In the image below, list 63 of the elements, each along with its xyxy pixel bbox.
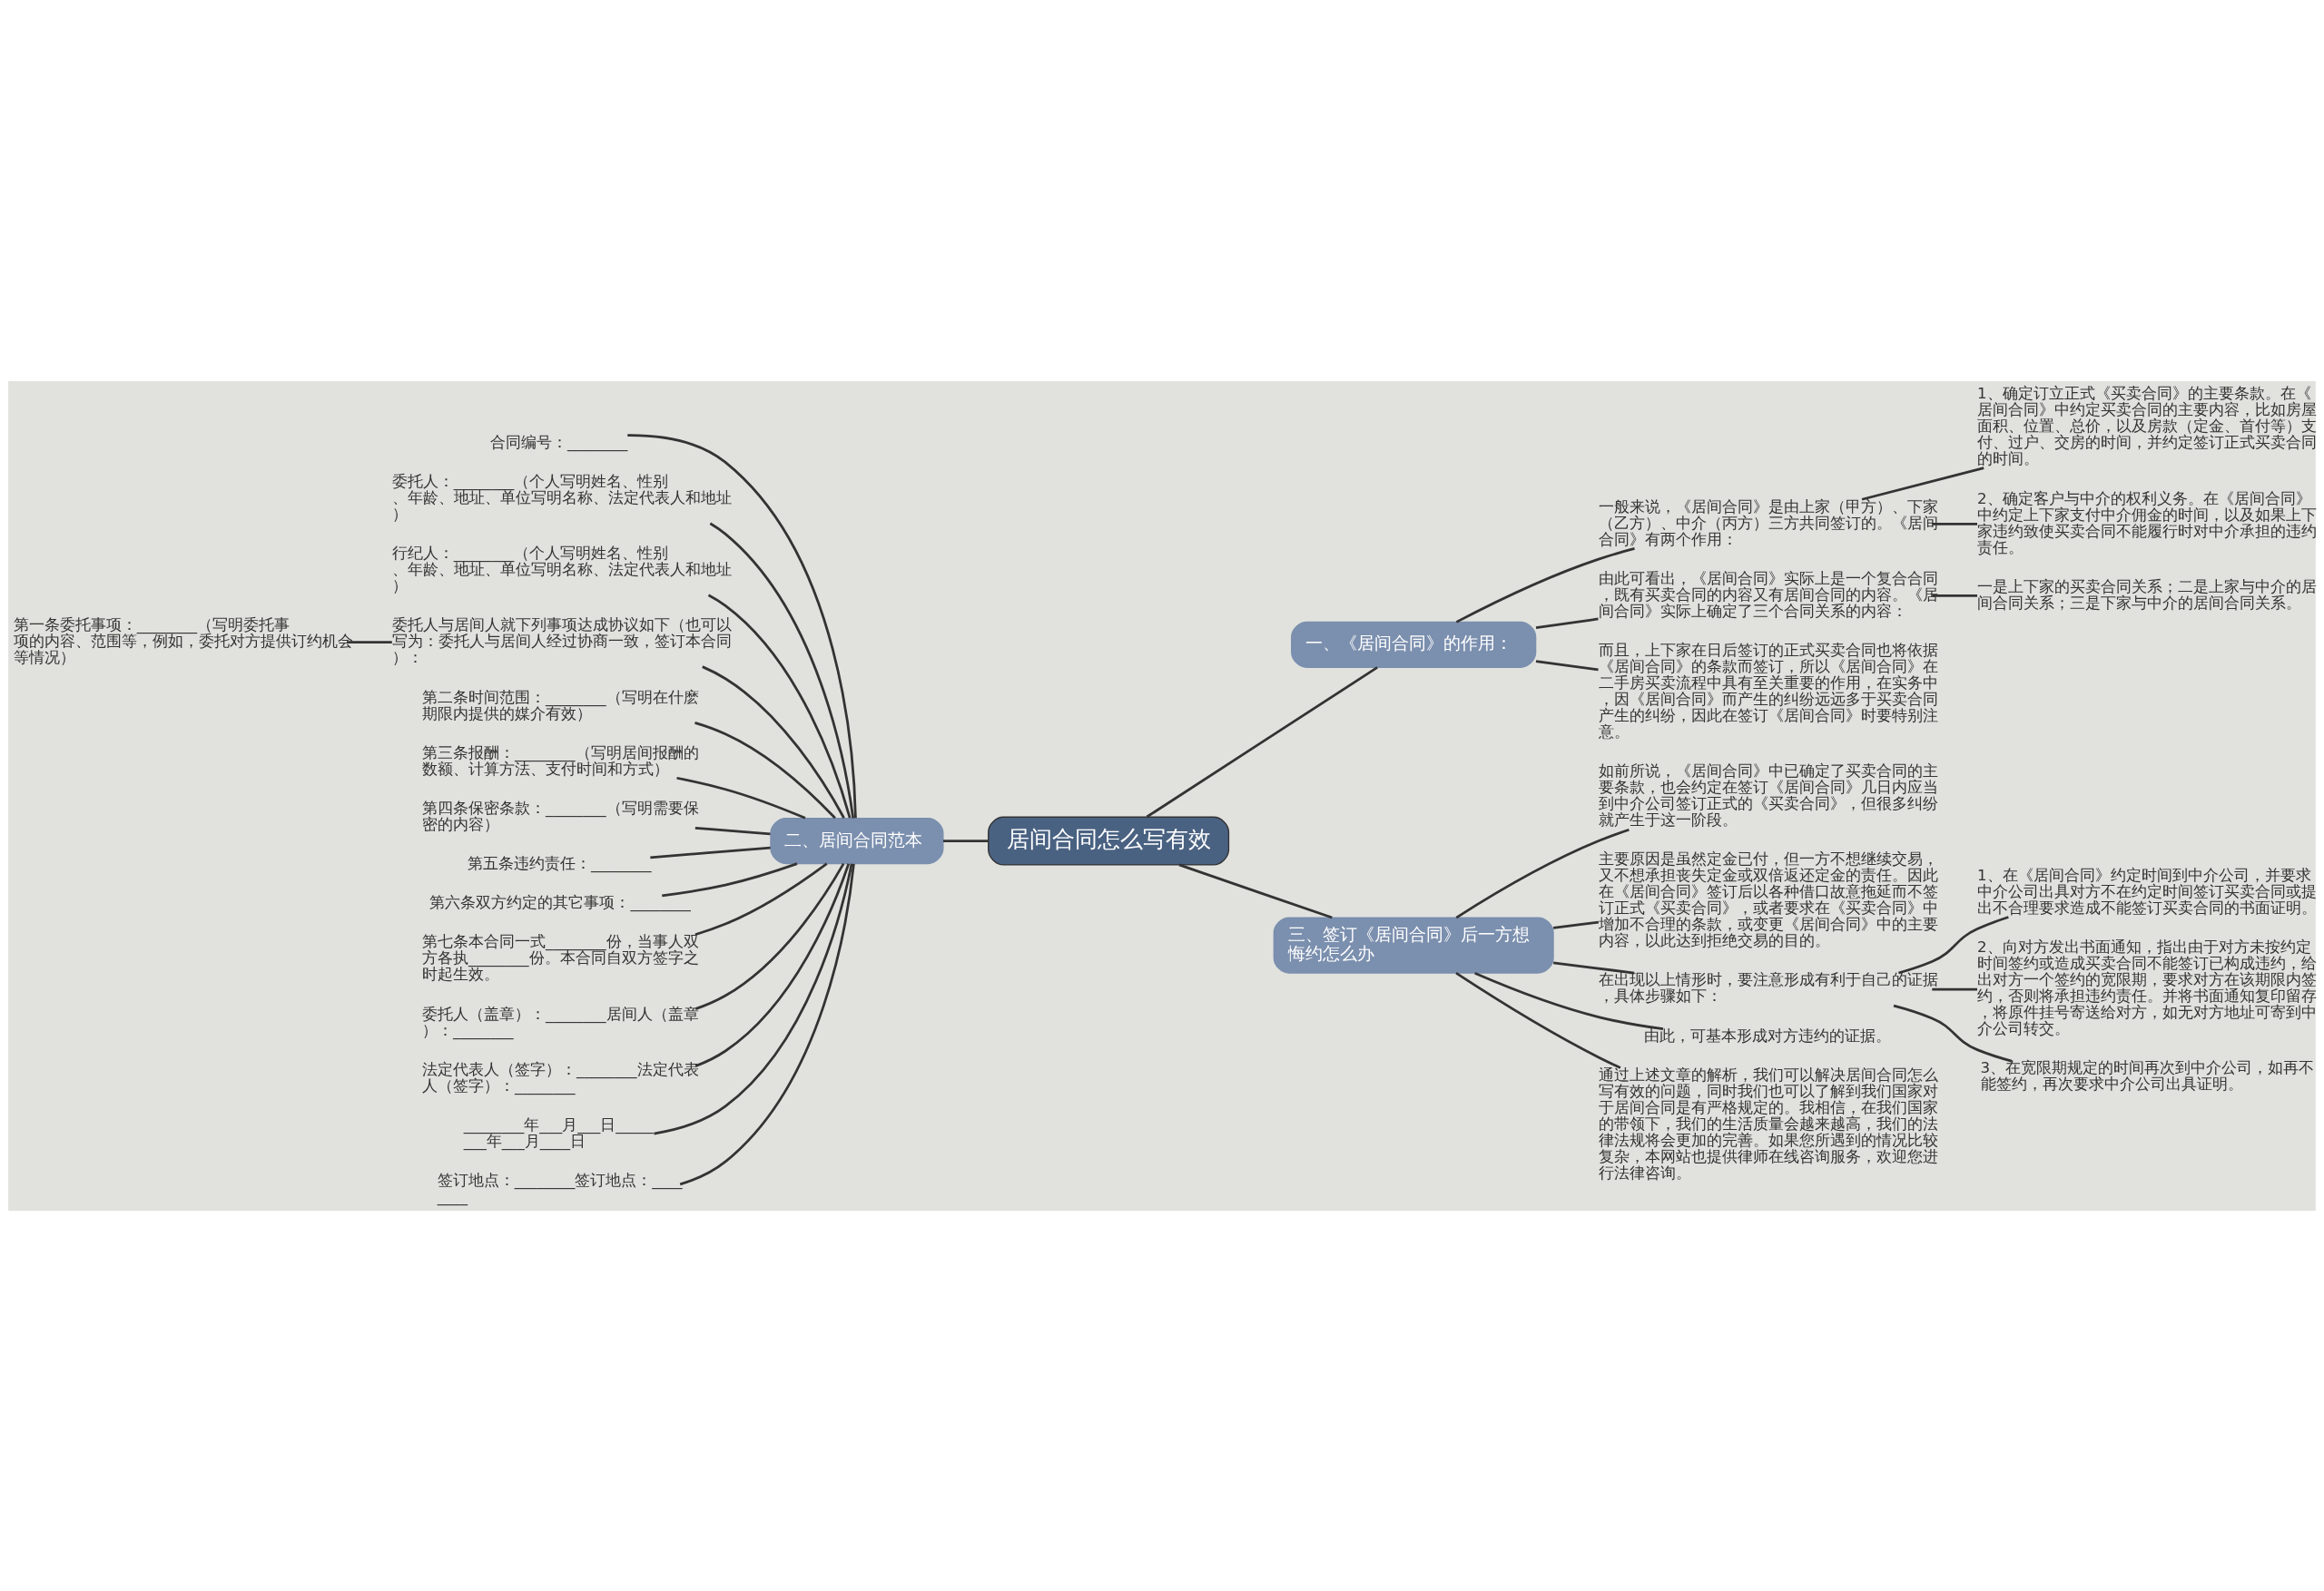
connector: [694, 861, 828, 936]
node-text: 一般来说，《居间合同》是由上家（甲方）、下家（乙方）、中介（丙方）三方共同签订的。《居间合同》有两个作用：: [1598, 497, 1938, 548]
node-box: 二、居间合同范本: [770, 817, 944, 864]
node-text: 主要原因是虽然定金已付，但一方不想继续交易，又不想承担丧失定金或双倍返还定金的责任。因此在《居间合同》签订后以各种借口故意拖延而不签订正式《买卖合同》，或者要求在《买卖合同》中增加不合理的条款，或变更《居间合同》中的主要内容，以此达到拒绝交易的目的。: [1598, 850, 1938, 949]
node-text: 2、确定客户与中介的权利义务。在《居间合同》中约定上下家支付中介佣金的时间，以及如果上下家违约致使买卖合同不能履行时对中介承担的违约责任。: [1977, 489, 2318, 556]
node-text: 1、在《居间合同》约定时间到中介公司，并要求中介公司出具对方不在约定时间签订买卖合同或提出不合理要求造成不能签订买卖合同的书面证明。: [1977, 866, 2318, 917]
connector: [694, 721, 836, 819]
node-text: 第四条保密条款：________（写明需要保密的内容）: [422, 799, 699, 833]
connector: [1455, 971, 1621, 1069]
node-text: ________年___月___日________年___月____日: [463, 1115, 654, 1150]
connector: [654, 863, 853, 1134]
node-text: 合同编号：________: [489, 433, 628, 451]
connector: [1898, 915, 2009, 974]
connector: [1932, 522, 1977, 525]
connector: [347, 640, 392, 643]
connector: [1146, 665, 1378, 818]
connector: [1535, 659, 1599, 671]
connector: [1178, 863, 1333, 918]
connector: [1455, 546, 1635, 624]
connector: [707, 594, 852, 819]
connector: [1861, 466, 1984, 501]
connector: [650, 846, 771, 859]
connector: [694, 862, 851, 1067]
node-text: 第二条时间范围：________（写明在什麽期限内提供的媒介有效）: [422, 688, 699, 722]
node-text: 2、向对方发出书面通知，指出由于对方未按约定时间签约或造成买卖合同不能签订已构成违约，给出对方一个签约的宽限期，要求对方在该期限内签约，否则将承担违约责任。并将书面通知复印留存，将原件挂号寄送给对方，如无对方地址可寄到中介公司转交。: [1977, 938, 2318, 1037]
node-text: 委托人与居间人就下列事项达成协议如下（也可以写为：委托人与居间人经过协商一致，签订本合同）：: [391, 615, 732, 666]
node-text: 委托人：________（个人写明姓名、性别、年龄、地址、单位写明名称、法定代表人和地址）: [391, 472, 732, 523]
node-text: 第七条本合同一式________份，当事人双方各执________份。本合同自双方签字之时起生效。: [422, 932, 699, 983]
node-text: 如前所说，《居间合同》中已确定了买卖合同的主要条款，也会约定在签订《居间合同》几日内应当到中介公司签订正式的《买卖合同》，但很多纠纷就产生于这一阶段。: [1598, 761, 1938, 829]
node-text: 通过上述文章的解析，我们可以解决居间合同怎么写有效的问题，同时我们也可以了解到我们国家对于居间合同是有严格规定的。我相信，在我们国家的带领下，我们的生活质量会越来越高，我们的法律法规将会更加的完善。如果您所遇到的情况比较复杂，本网站也提供律师在线咨询服务，欢迎您进行法律咨询。: [1598, 1066, 1938, 1182]
node-text: 签订地点：________签订地点：________: [437, 1171, 683, 1205]
node-text: 一是上下家的买卖合同关系；二是上家与中介的居间合同关系；三是下家与中介的居间合同关系。: [1977, 577, 2318, 612]
connector: [1535, 617, 1599, 629]
connector: [1455, 828, 1630, 918]
node-text: 1、确定订立正式《买卖合同》的主要条款。在《居间合同》中约定买卖合同的主要内容，比如房屋面积、位置、总价，以及房款（定金、首付等）支付、过户、交房的时间，并约定签订正式买卖合同的时间。: [1977, 384, 2318, 467]
node-text: 第五条违约责任：________: [467, 854, 652, 872]
connector: [1474, 971, 1664, 1030]
node-box: 三、签订《居间合同》后一方想悔约怎么办: [1273, 916, 1554, 974]
connector: [679, 863, 855, 1185]
connector: [627, 433, 857, 818]
node-text: 3、在宽限期规定的时间再次到中介公司，如再不能签约，再次要求中介公司出具证明。: [1980, 1058, 2315, 1093]
node-text: 法定代表人（签字）：________法定代表人（签字）：________: [422, 1060, 699, 1095]
connector: [1552, 960, 1635, 974]
connector: [694, 862, 845, 1010]
node-text: 由此，可基本形成对方违约的证据。: [1643, 1026, 1891, 1045]
connector: [1932, 594, 1977, 597]
connector: [662, 861, 798, 897]
node-box: 居间合同怎么写有效: [988, 816, 1230, 866]
node-text: 委托人（盖章）：________居间人（盖章）：________: [422, 1005, 699, 1039]
connector: [1893, 1004, 2013, 1062]
connector: [676, 776, 806, 820]
connector: [694, 826, 771, 835]
node-text: 由此可看出，《居间合同》实际上是一个复合合同，既有买卖合同的内容又有居间合同的内容。《居间合同》实际上确定了三个合同关系的内容：: [1598, 569, 1938, 620]
node-text: 而且，上下家在日后签订的正式买卖合同也将依据《居间合同》的条款而签订，所以《居间合同》在二手房买卖流程中具有至关重要的作用，在实务中，因《居间合同》而产生的纠纷远远多于买卖合同产生的纠纷，因此在签订《居间合同》时要特别注意。: [1598, 641, 1938, 741]
connector: [1552, 920, 1600, 929]
node-text: 第六条双方约定的其它事项：________: [429, 893, 691, 911]
connector: [709, 522, 855, 819]
connector: [702, 664, 845, 819]
node-text: 第三条报酬：________（写明居间报酬的数额、计算方法、支付时间和方式）: [422, 743, 699, 778]
connector: [1932, 987, 1977, 990]
node-text: 行纪人：________（个人写明姓名、性别、年龄、地址、单位写明名称、法定代表人和地址）: [391, 544, 732, 594]
node-box: 一、《居间合同》的作用：: [1291, 621, 1537, 668]
connector: [943, 839, 989, 842]
